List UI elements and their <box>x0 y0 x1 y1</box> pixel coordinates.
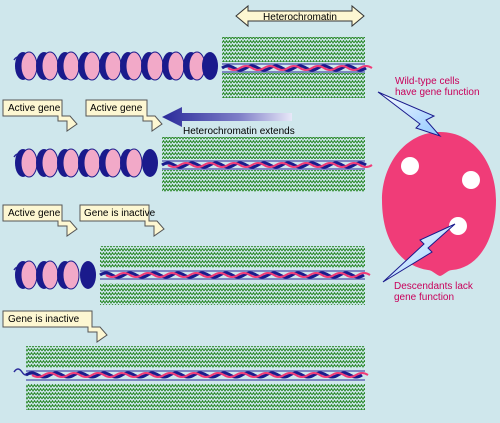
heterochromatin-block-row-3 <box>99 246 371 305</box>
heterochromatin-range-arrow: Heterochromatin <box>235 4 365 28</box>
nucleosome <box>15 51 38 81</box>
nucleosome-array-row-1 <box>13 51 218 81</box>
active-gene-label: Active gene <box>8 208 61 219</box>
nucleosome <box>15 260 38 290</box>
descendants-pointer-arrow <box>382 223 456 283</box>
nucleosome <box>120 148 143 178</box>
callout-active-gene-1: Active gene <box>2 99 78 132</box>
nucleosome <box>15 148 38 178</box>
callout-active-gene-3: Active gene <box>2 204 78 237</box>
nucleosome-array-row-2 <box>13 148 158 178</box>
heterochromatin-block-row-1 <box>221 37 373 98</box>
heterochromatin-label: Heterochromatin <box>263 12 337 23</box>
wild-type-pointer-arrow <box>377 91 442 138</box>
cell-body <box>382 132 496 276</box>
nucleosome <box>202 52 218 80</box>
chromatin-row-2 <box>13 137 373 192</box>
gene-inactive-label: Gene is inactive <box>84 208 156 219</box>
descendants-label-line1: Descendants lack <box>394 281 474 292</box>
nucleosome <box>99 51 122 81</box>
chromatin-row-3 <box>13 246 371 305</box>
cell-spot <box>462 171 480 189</box>
nucleosome <box>80 261 96 289</box>
gene-inactive-label: Gene is inactive <box>8 314 80 325</box>
cell-spot <box>449 217 467 235</box>
active-gene-label: Active gene <box>8 103 61 114</box>
nucleosome <box>141 51 164 81</box>
nucleosome <box>57 148 80 178</box>
heterochromatin-extends-label: Heterochromatin extends <box>183 126 295 137</box>
nucleosome-array-row-3 <box>13 260 96 290</box>
heterochromatin-block-row-2 <box>161 137 373 192</box>
nucleosome <box>78 51 101 81</box>
nucleosome <box>162 51 185 81</box>
callout-active-gene-2: Active gene <box>85 99 163 132</box>
callout-gene-inactive-1: Gene is inactive <box>79 204 165 237</box>
nucleosome <box>57 51 80 81</box>
nucleosome <box>183 51 206 81</box>
heterochromatin-block-row-4 <box>25 346 369 410</box>
heterochromatin-extends-arrow <box>162 107 292 127</box>
chromatin-row-4 <box>13 346 369 410</box>
wild-type-label-line2: have gene function <box>395 87 480 98</box>
nucleosome <box>36 260 59 290</box>
callout-gene-inactive-2: Gene is inactive <box>2 310 108 343</box>
nucleosome <box>99 148 122 178</box>
descendants-label-line2: gene function <box>394 292 454 303</box>
nucleosome <box>142 149 158 177</box>
nucleosome <box>120 51 143 81</box>
chromatin-row-1: Heterochromatin <box>13 4 373 98</box>
nucleosome <box>78 148 101 178</box>
nucleosome <box>36 51 59 81</box>
nucleosome <box>57 260 80 290</box>
cell-spot <box>401 157 419 175</box>
nucleosome <box>36 148 59 178</box>
wild-type-label-line1: Wild-type cells <box>395 76 459 87</box>
cell <box>382 132 496 276</box>
active-gene-label: Active gene <box>90 103 143 114</box>
